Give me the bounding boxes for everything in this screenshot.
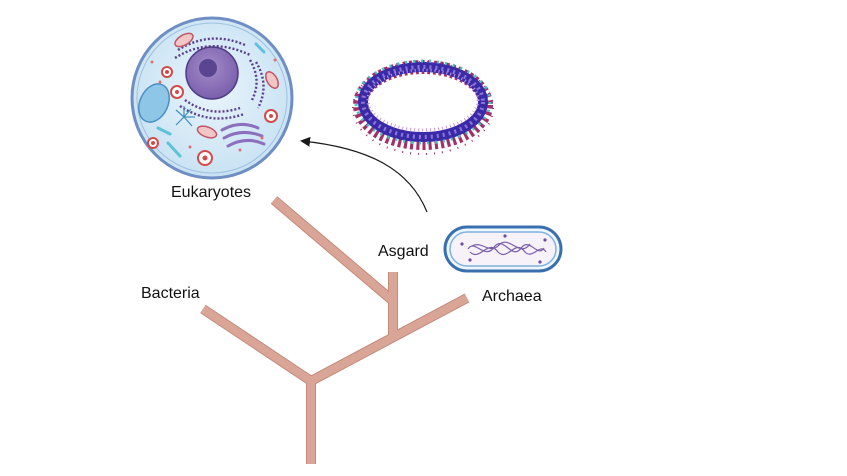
endosymbiosis-arrow [300,136,428,213]
archaeon-cell-icon [443,225,563,273]
tree-of-life [200,196,470,464]
asgard-label: Asgard [378,243,429,260]
eukaryotes-label: Eukaryotes [171,184,252,201]
archaea-label: Archaea [482,288,542,305]
eukaryotic-cell-icon [130,16,294,180]
protein-ring-icon [352,59,494,155]
bacteria-label: Bacteria [141,285,200,302]
eukaryotes-branch [271,196,396,305]
archaea-branch [309,294,469,385]
bacteria-branch [200,305,314,385]
